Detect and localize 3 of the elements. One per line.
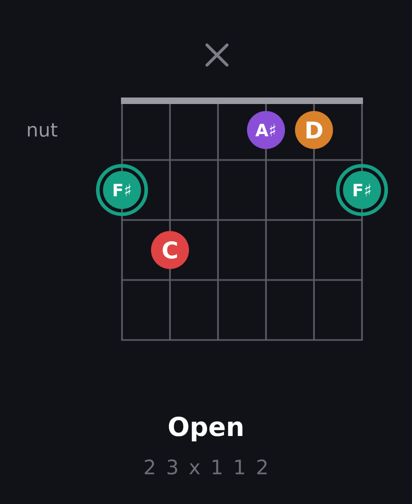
- fingering-text: 2 3 x 1 1 2: [144, 459, 267, 475]
- nut-label: nut: [28, 123, 58, 137]
- title: Open: [168, 416, 242, 442]
